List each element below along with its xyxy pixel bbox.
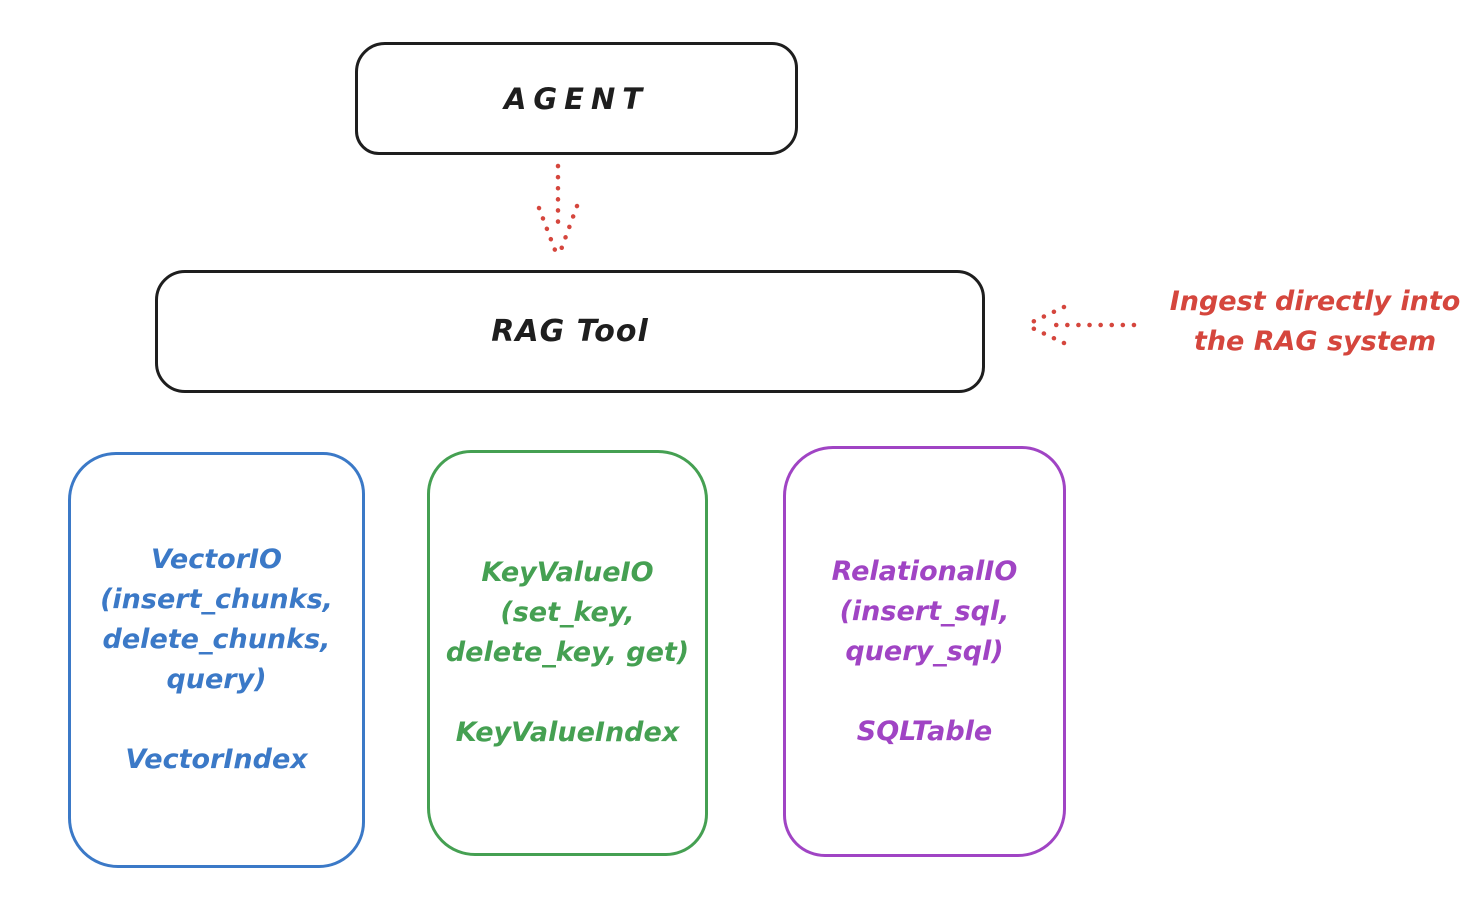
backend-node-vectorio: VectorIO (insert_chunks, delete_chunks, … — [68, 452, 365, 868]
ragtool-label: RAG Tool — [491, 314, 649, 349]
ragtool-node: RAG Tool — [155, 270, 985, 393]
ingest-annotation-line2: the RAG system — [1193, 326, 1437, 357]
ingest-annotation-line1: Ingest directly into — [1169, 286, 1461, 317]
vectorio-methods-line3: query) — [166, 664, 267, 695]
keyvalueio-title: KeyValueIO — [481, 557, 654, 588]
relationalio-methods-line2: query_sql) — [845, 635, 1004, 667]
relationalio-index-label: SQLTable — [856, 715, 993, 747]
vectorio-methods-line1: (insert_chunks, — [100, 584, 333, 615]
keyvalueio-methods-line2: delete_key, get) — [445, 637, 690, 668]
vectorio-title: VectorIO — [150, 544, 283, 575]
ingest-annotation: Ingest directly into the RAG system — [1140, 282, 1484, 362]
vectorio-methods-line2: delete_chunks, — [102, 624, 331, 655]
relationalio-methods-line1: (insert_sql, — [839, 595, 1010, 627]
backend-node-relationalio: RelationalIO (insert_sql, query_sql) SQL… — [783, 446, 1066, 857]
agent-label: AGENT — [503, 81, 650, 116]
vectorio-index-label: VectorIndex — [125, 744, 308, 775]
arrow-agent-to-ragtool-icon — [536, 163, 580, 261]
relationalio-title: RelationalIO — [831, 555, 1018, 587]
arrow-annotation-to-ragtool-icon — [1023, 304, 1137, 346]
keyvalueio-methods-line1: (set_key, — [500, 597, 635, 628]
keyvalueio-index-label: KeyValueIndex — [455, 717, 680, 748]
backend-node-keyvalueio: KeyValueIO (set_key, delete_key, get) Ke… — [427, 450, 708, 856]
agent-node: AGENT — [355, 42, 798, 155]
